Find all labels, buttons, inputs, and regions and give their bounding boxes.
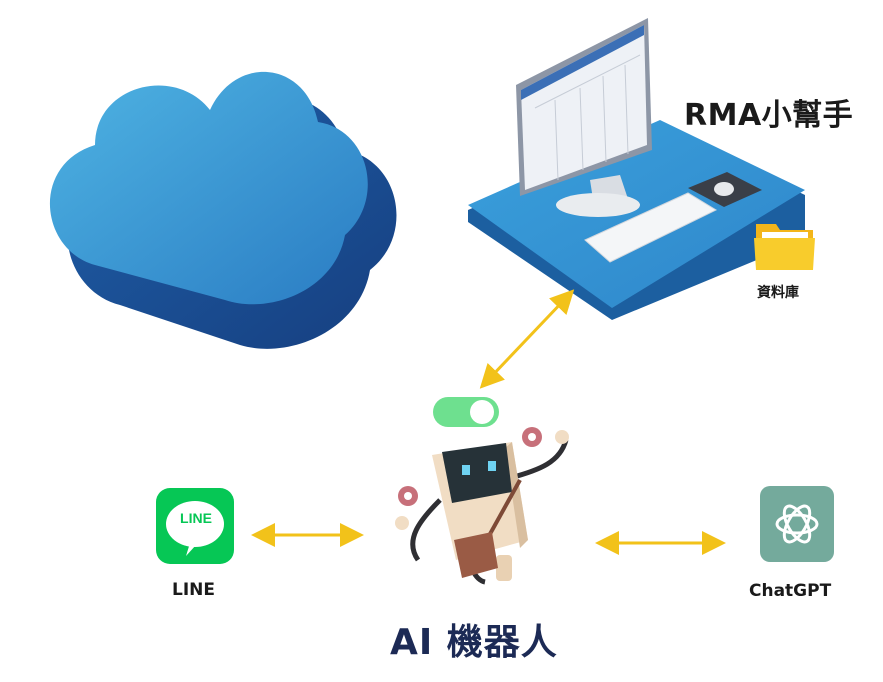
robot-label: AI 機器人 bbox=[390, 622, 558, 663]
robot-icon bbox=[395, 427, 569, 585]
arrow-robot-computer bbox=[479, 289, 575, 389]
database-label: 資料庫 bbox=[757, 285, 799, 301]
line-label: LINE bbox=[172, 580, 215, 600]
line-icon bbox=[156, 488, 234, 564]
computer-icon bbox=[516, 18, 762, 263]
line-logo-text: LINE bbox=[180, 510, 212, 526]
cloud-icon bbox=[49, 71, 397, 349]
arrows bbox=[251, 289, 726, 555]
chatgpt-icon bbox=[760, 486, 834, 562]
toggle-icon bbox=[433, 397, 499, 427]
title-rma: RMA小幫手 bbox=[684, 98, 854, 133]
chatgpt-label: ChatGPT bbox=[749, 581, 832, 601]
folder-icon bbox=[754, 224, 815, 270]
